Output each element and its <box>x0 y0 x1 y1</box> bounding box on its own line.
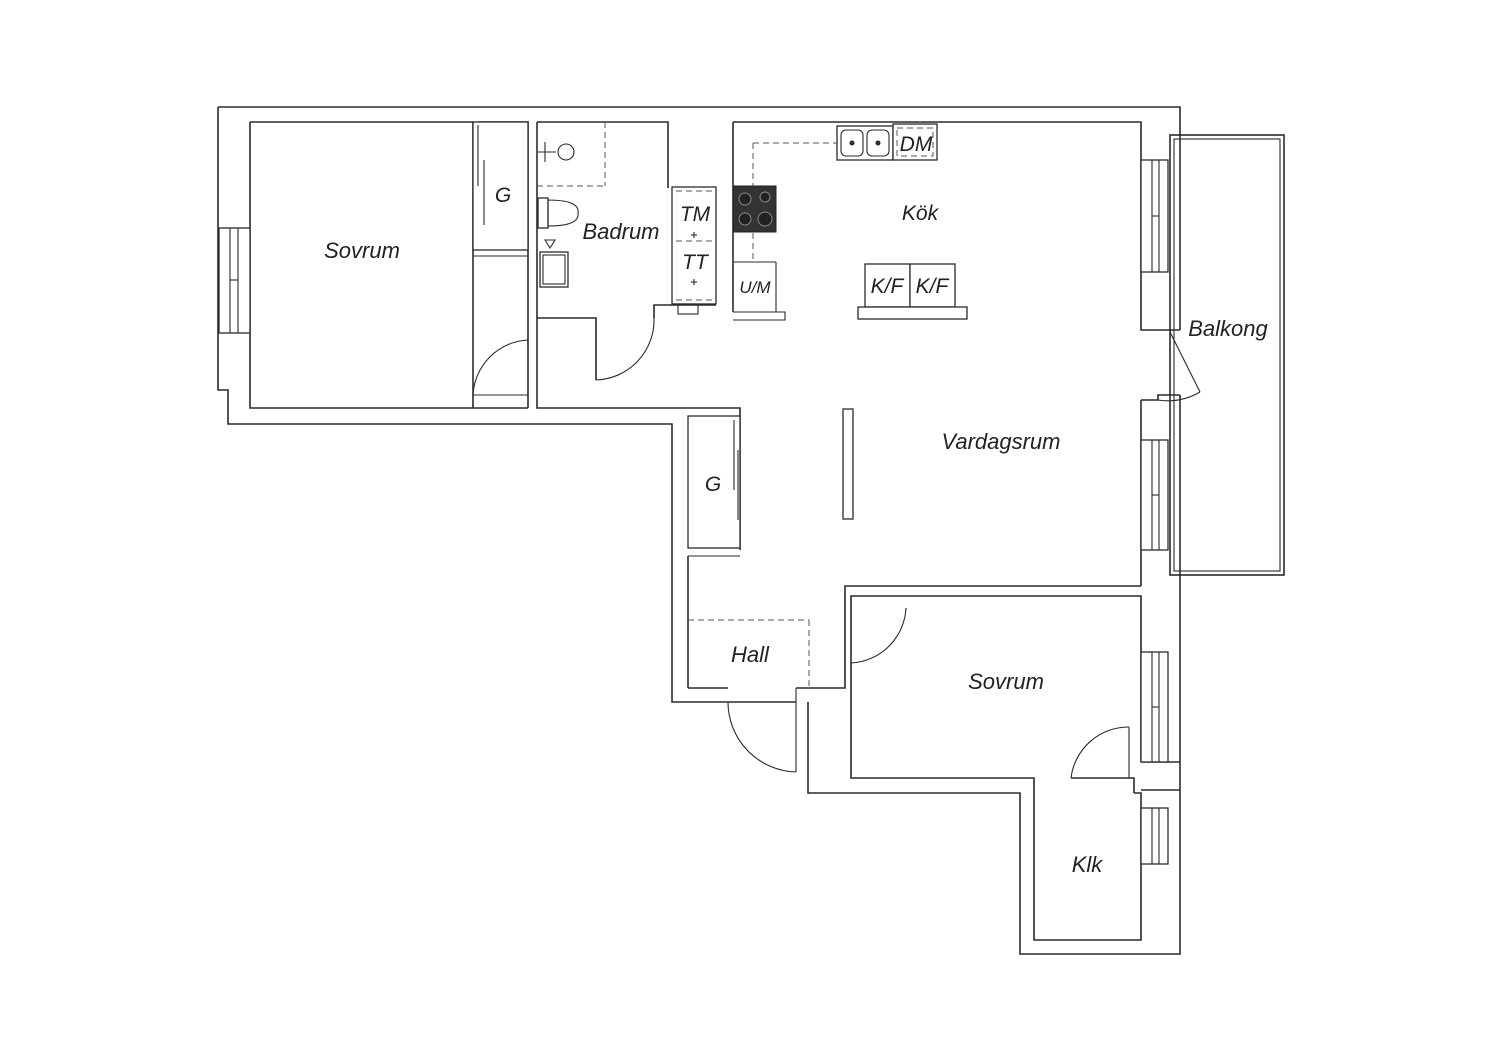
balkong-label: Balkong <box>1188 316 1268 341</box>
tt-label: TT <box>682 251 710 274</box>
garderob-1-label: G <box>495 184 511 207</box>
tm-label: TM <box>680 203 711 226</box>
sovrum-1-label: Sovrum <box>324 238 400 263</box>
garderob-2-label: G <box>705 473 721 496</box>
garderob-1 <box>472 121 529 257</box>
badrum-label: Badrum <box>582 219 659 244</box>
vardagsrum-label: Vardagsrum <box>941 429 1060 454</box>
kitchen <box>732 121 1142 321</box>
door-sovrum-1 <box>472 339 529 396</box>
hall-label: Hall <box>731 642 770 667</box>
vardagsrum-walls <box>842 135 1201 586</box>
klk-room <box>1033 726 1180 941</box>
sovrum-2 <box>850 595 1180 793</box>
dm-label: DM <box>900 133 933 156</box>
hall <box>688 585 1141 773</box>
klk-label: Klk <box>1072 852 1104 877</box>
kf-2-label: K/F <box>916 275 950 298</box>
sovrum-2-label: Sovrum <box>968 669 1044 694</box>
um-label: U/M <box>739 278 771 297</box>
sovrum-1-room <box>218 227 251 334</box>
balkong <box>1169 134 1285 576</box>
badrum-room <box>536 121 741 424</box>
kf-1-label: K/F <box>871 275 905 298</box>
kok-label: Kök <box>902 202 940 225</box>
garderob-2 <box>687 415 741 688</box>
